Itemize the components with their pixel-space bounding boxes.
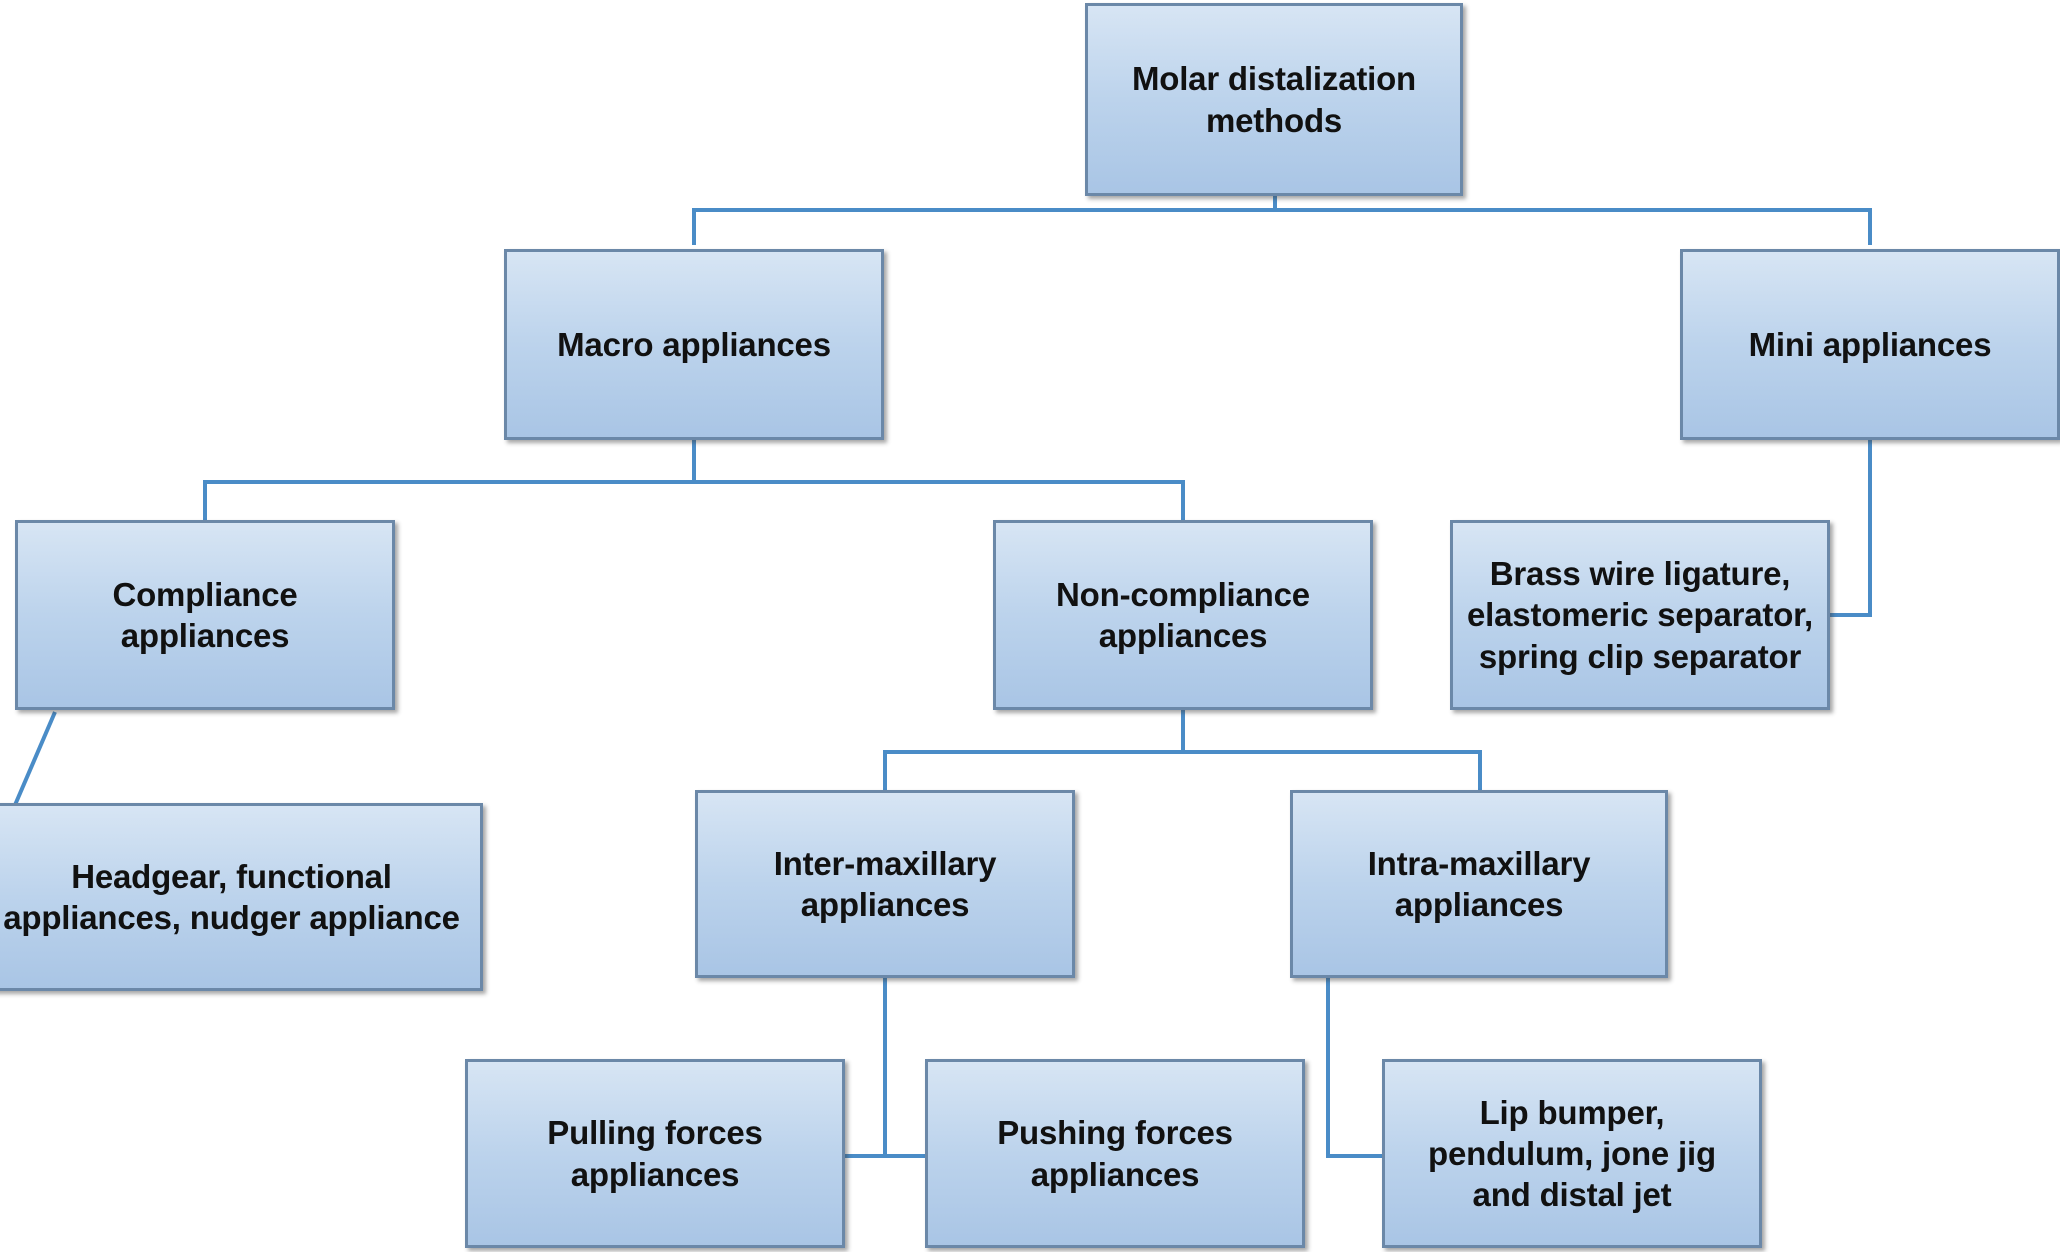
brass-wire-ligature-label: Brass wire ligature, elastomeric separat…	[1467, 555, 1813, 675]
connector-root-children	[692, 196, 1872, 245]
mini-appliances-label: Mini appliances	[1748, 325, 1992, 363]
intra-maxillary-appliances-node: Intra-maxillary appliances	[1290, 790, 1668, 978]
pulling-forces-appliances-node: Pulling forces appliances	[465, 1059, 845, 1248]
connector-intra-lip	[1326, 978, 1382, 1158]
non-compliance-appliances-label: Non-compliance appliances	[1056, 575, 1310, 654]
intra-maxillary-appliances-label: Intra-maxillary appliances	[1367, 844, 1591, 923]
inter-maxillary-appliances-node: Inter-maxillary appliances	[695, 790, 1075, 978]
pushing-forces-appliances-node: Pushing forces appliances	[925, 1059, 1305, 1248]
connector-mini-brass	[1828, 440, 1872, 617]
compliance-appliances-label: Compliance appliances	[112, 575, 298, 654]
lip-bumper-node: Lip bumper, pendulum, jone jig and dista…	[1382, 1059, 1762, 1248]
connector-macro-children	[203, 440, 1185, 520]
macro-appliances-node: Macro appliances	[504, 249, 884, 440]
headgear-node: Headgear, functional appliances, nudger …	[0, 803, 483, 991]
headgear-label: Headgear, functional appliances, nudger …	[3, 857, 460, 936]
connector-noncompliance-children	[883, 710, 1482, 790]
macro-appliances-label: Macro appliances	[557, 325, 831, 363]
lip-bumper-label: Lip bumper, pendulum, jone jig and dista…	[1428, 1093, 1716, 1214]
pulling-forces-appliances-label: Pulling forces appliances	[547, 1114, 763, 1193]
compliance-appliances-node: Compliance appliances	[15, 520, 395, 710]
mini-appliances-node: Mini appliances	[1680, 249, 2060, 440]
root-label: Molar distalization methods	[1131, 60, 1417, 139]
connector-compliance-headgear	[13, 711, 57, 806]
inter-maxillary-appliances-label: Inter-maxillary appliances	[773, 844, 997, 923]
connector-inter-forces	[845, 978, 925, 1158]
pushing-forces-appliances-label: Pushing forces appliances	[997, 1114, 1233, 1193]
non-compliance-appliances-node: Non-compliance appliances	[993, 520, 1373, 710]
brass-wire-ligature-node: Brass wire ligature, elastomeric separat…	[1450, 520, 1830, 710]
root-node: Molar distalization methods	[1085, 3, 1463, 196]
